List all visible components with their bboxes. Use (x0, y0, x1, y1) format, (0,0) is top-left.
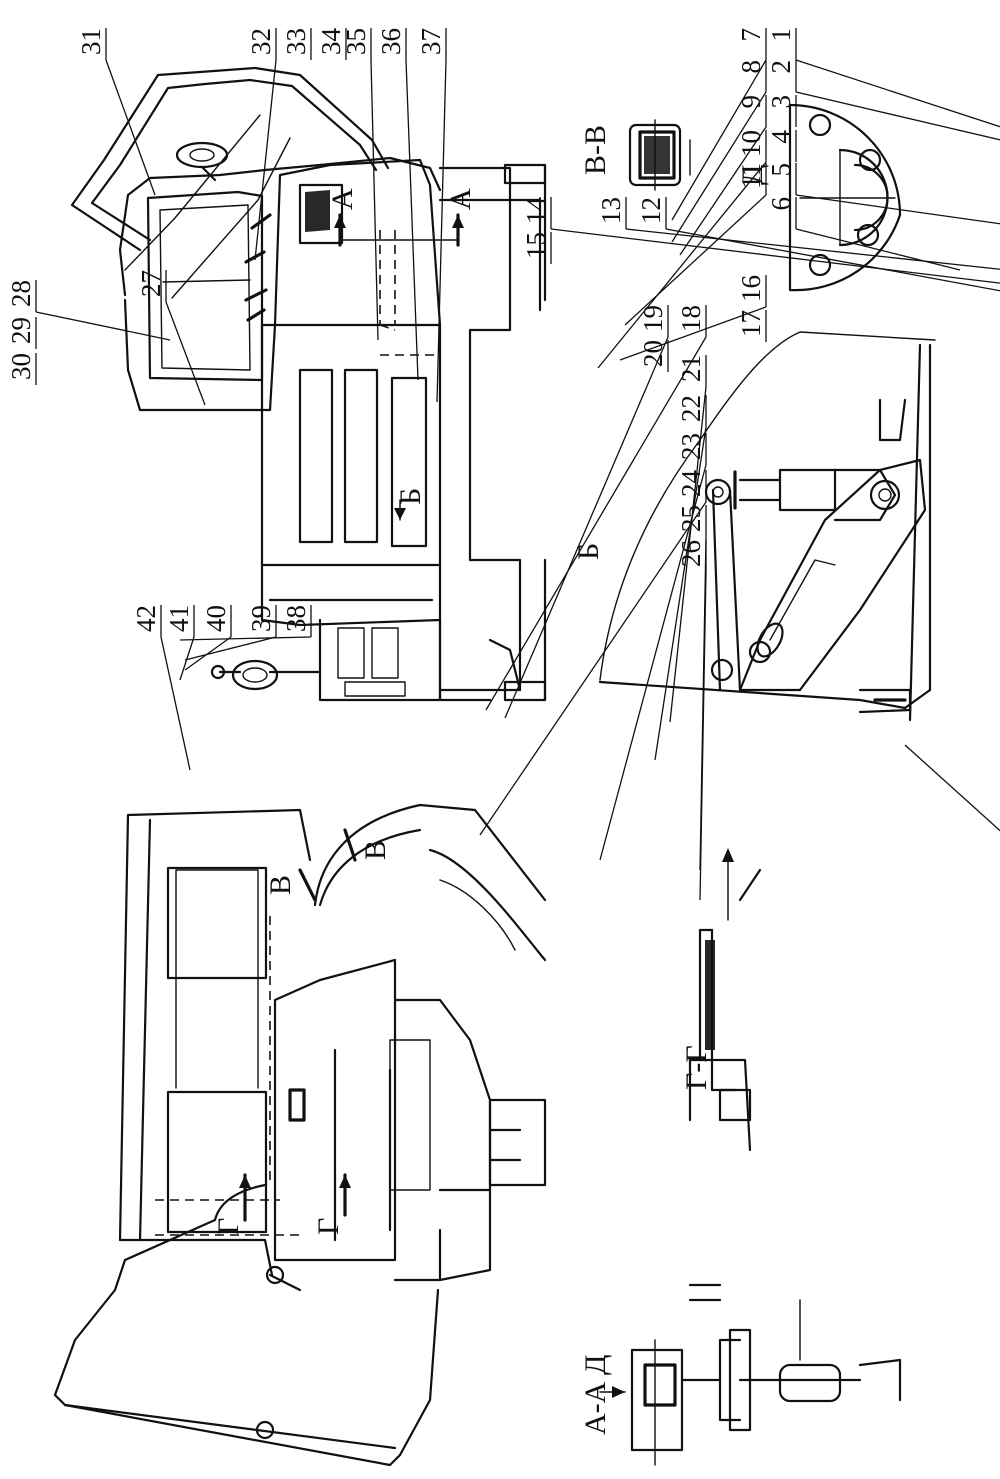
callout-label-20: 20 (638, 340, 668, 367)
view-mark-b: Б (394, 488, 427, 505)
callout-label-7: 7 (736, 28, 766, 42)
callout-label-31: 31 (76, 28, 106, 55)
section-mark-g-2: Г (312, 1218, 345, 1235)
callout-leader-24 (479, 501, 707, 836)
callout-leader-19 (504, 336, 669, 719)
callout-leader-1 (795, 59, 1000, 128)
view-title-b: Б (572, 543, 605, 560)
detail-title-d: Д (736, 165, 769, 185)
callout-leader-38 (179, 636, 312, 641)
callout-leader-7 (671, 59, 767, 221)
callout-leader-18 (485, 336, 707, 711)
section-title-vv: В-В (579, 125, 612, 175)
callout-label-6: 6 (766, 197, 796, 211)
callout-label-24: 24 (676, 470, 706, 498)
callout-leader-36 (405, 59, 419, 381)
section-gg-view: Г-Г (680, 848, 762, 1152)
callout-leader-46 (904, 744, 1000, 832)
callout-label-17: 17 (736, 310, 766, 337)
section-mark-a-1: А (326, 188, 359, 210)
callout-leader-31 (105, 59, 156, 196)
callout-leader-10 (597, 161, 767, 369)
callout-label-38: 38 (281, 605, 311, 632)
callout-leader-14 (550, 228, 1000, 284)
callout-leader-42 (160, 636, 191, 771)
callout-label-15: 15 (521, 232, 551, 259)
callout-label-13: 13 (596, 197, 626, 224)
section-aa-view: А-А Д (579, 1283, 902, 1466)
callout-label-25: 25 (676, 505, 706, 532)
callout-label-5: 5 (766, 163, 796, 177)
callout-leader-32 (254, 59, 277, 261)
callout-label-2: 2 (766, 60, 796, 74)
callout-leader-37 (436, 59, 447, 403)
callout-label-34: 34 (316, 28, 346, 56)
callout-label-11: 11 (736, 163, 766, 189)
callout-label-9: 9 (736, 95, 766, 109)
callout-label-36: 36 (376, 28, 406, 55)
callout-label-16: 16 (736, 275, 766, 302)
callout-leader-40 (184, 636, 232, 671)
callout-layer: 1234567891011121314151617181920212223242… (6, 28, 1000, 901)
callout-label-26: 26 (676, 540, 706, 567)
callout-leader-41 (179, 636, 195, 681)
callout-label-19: 19 (638, 305, 668, 332)
callout-leader-39 (184, 636, 277, 661)
callout-label-12: 12 (636, 197, 666, 224)
callout-label-39: 39 (246, 605, 276, 632)
callout-label-40: 40 (201, 605, 231, 632)
callout-label-30: 30 (6, 353, 36, 380)
section-title-aa: А-А (579, 1381, 612, 1435)
callout-label-8: 8 (736, 60, 766, 74)
callout-leader-22 (654, 426, 707, 761)
section-mark-v-2: В (359, 840, 392, 860)
callout-label-4: 4 (766, 130, 796, 144)
callout-leader-8 (671, 91, 767, 243)
callout-label-28: 28 (6, 280, 36, 307)
callout-leader-5 (795, 194, 1000, 225)
callout-label-37: 37 (416, 28, 446, 55)
upper-cab-view: А А Б (70, 66, 547, 702)
callout-label-1: 1 (766, 28, 796, 42)
callout-leader-6 (795, 228, 961, 271)
callout-label-23: 23 (676, 433, 706, 460)
callout-leader-26 (699, 571, 707, 901)
callout-label-21: 21 (676, 355, 706, 382)
callout-label-22: 22 (676, 395, 706, 422)
section-vv-view: В-В (579, 119, 691, 191)
callout-label-33: 33 (281, 28, 311, 55)
detail-b-view: Б (572, 331, 936, 722)
detail-d-view: Д (736, 103, 902, 292)
callout-label-27: 27 (136, 270, 166, 297)
callout-label-14: 14 (521, 197, 551, 225)
callout-leader-27 (165, 301, 206, 406)
section-mark-g-1: Г (212, 1218, 245, 1235)
callout-leader-16 (619, 306, 767, 361)
view-mark-d: Д (579, 1355, 612, 1375)
callout-label-35: 35 (341, 28, 371, 55)
callout-leader-35 (370, 59, 379, 341)
callout-label-32: 32 (246, 28, 276, 55)
callout-label-10: 10 (736, 130, 766, 157)
callout-leader-21 (669, 386, 707, 723)
callout-label-41: 41 (164, 605, 194, 632)
section-mark-v-1: В (264, 875, 297, 895)
section-title-gg: Г-Г (680, 1045, 713, 1090)
callout-label-42: 42 (131, 605, 161, 632)
callout-label-29: 29 (6, 317, 36, 344)
callout-leader-13 (625, 228, 1000, 270)
callout-leader-2 (795, 91, 1000, 141)
callout-label-18: 18 (676, 305, 706, 332)
callout-label-3: 3 (766, 95, 796, 109)
lower-cab-view: Г Г В В (53, 803, 547, 1467)
callout-leader-28 (35, 311, 171, 341)
callout-leader-23 (599, 464, 707, 861)
callout-leader-11 (624, 194, 767, 326)
section-mark-a-2: А (444, 188, 477, 210)
